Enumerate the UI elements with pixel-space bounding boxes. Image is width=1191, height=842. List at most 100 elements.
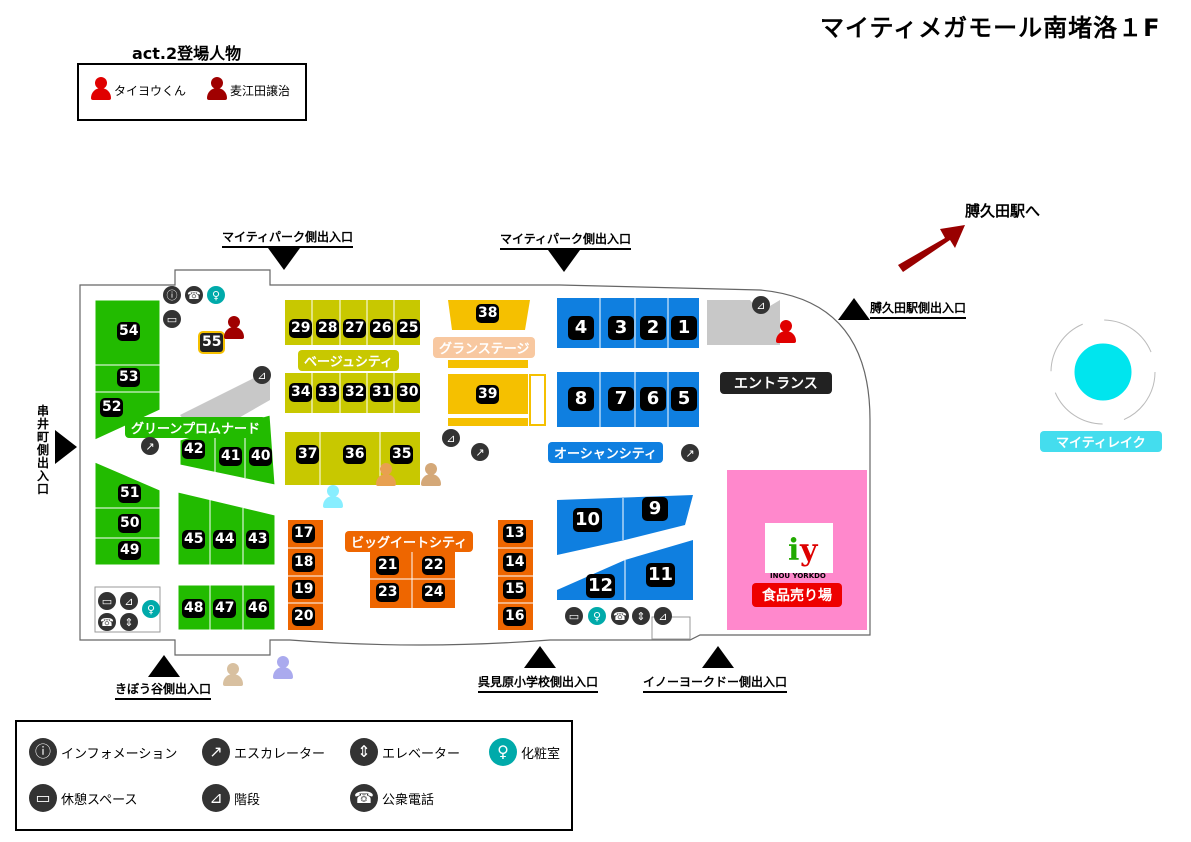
shop-30[interactable]: 30 — [397, 383, 421, 402]
rest-icon[interactable]: ▭ — [98, 592, 116, 610]
elevator-icon[interactable]: ⇕ — [632, 607, 650, 625]
shop-22[interactable]: 22 — [422, 556, 446, 575]
shop-46[interactable]: 46 — [246, 599, 270, 618]
shop-26[interactable]: 26 — [370, 319, 394, 338]
shop-18[interactable]: 18 — [292, 553, 316, 572]
shop-13[interactable]: 13 — [503, 524, 527, 543]
shop-44[interactable]: 44 — [213, 530, 237, 549]
shop-1[interactable]: 1 — [671, 316, 697, 340]
person-mugieda-marker[interactable] — [224, 316, 244, 342]
shop-9[interactable]: 9 — [642, 497, 668, 521]
exit-marker-kushii[interactable] — [55, 430, 77, 464]
shop-6[interactable]: 6 — [640, 387, 666, 411]
shop-52[interactable]: 52 — [100, 398, 124, 417]
shop-42[interactable]: 42 — [182, 440, 206, 459]
shop-36[interactable]: 36 — [343, 445, 367, 464]
escalator-icon: ↗ — [202, 738, 230, 766]
escalator-icon[interactable]: ↗ — [471, 443, 489, 461]
shop-47[interactable]: 47 — [213, 599, 237, 618]
shop-14[interactable]: 14 — [503, 553, 527, 572]
shop-15[interactable]: 15 — [503, 580, 527, 599]
person-cyan-marker[interactable] — [323, 485, 344, 511]
map-title: マイティメガモール南堵洛１F — [820, 14, 1161, 42]
escalator-icon[interactable]: ↗ — [141, 437, 159, 455]
stairs-icon[interactable]: ⊿ — [253, 366, 271, 384]
exit-marker-kibou[interactable] — [148, 655, 180, 677]
cast-box: タイヨウくん 麦江田譲治 — [77, 63, 307, 121]
exit-marker-inoue[interactable] — [702, 646, 734, 668]
shop-21[interactable]: 21 — [376, 556, 400, 575]
shop-20[interactable]: 20 — [292, 607, 316, 626]
shop-7[interactable]: 7 — [608, 387, 634, 411]
shop-2[interactable]: 2 — [640, 316, 666, 340]
exit-marker-park-left[interactable] — [268, 248, 300, 270]
shop-27[interactable]: 27 — [343, 319, 367, 338]
restroom-icon[interactable]: ♀ — [142, 600, 160, 618]
shop-number: 39 — [476, 385, 500, 404]
restroom-icon: ♀ — [489, 738, 517, 766]
shop-4[interactable]: 4 — [568, 316, 594, 340]
exit-marker-kuremi[interactable] — [524, 646, 556, 668]
shop-10[interactable]: 10 — [573, 508, 603, 532]
shop-29[interactable]: 29 — [289, 319, 313, 338]
person-purple-marker[interactable] — [272, 656, 293, 682]
shop-32[interactable]: 32 — [343, 383, 367, 402]
shop-41[interactable]: 41 — [219, 447, 243, 466]
rest-icon[interactable]: ▭ — [163, 310, 181, 328]
shop-11[interactable]: 11 — [646, 563, 676, 587]
shop-28[interactable]: 28 — [316, 319, 340, 338]
elevator-icon[interactable]: ⇕ — [120, 613, 138, 631]
shop-31[interactable]: 31 — [370, 383, 394, 402]
shop-38[interactable]: 38 — [476, 304, 500, 323]
shop-49[interactable]: 49 — [118, 541, 142, 560]
phone-icon[interactable]: ☎ — [611, 607, 629, 625]
shop-8[interactable]: 8 — [568, 387, 594, 411]
shop-19[interactable]: 19 — [292, 580, 316, 599]
shop-54[interactable]: 54 — [117, 322, 141, 341]
shop-number: 32 — [343, 383, 367, 402]
shop-39[interactable]: 39 — [476, 385, 500, 404]
shop-23[interactable]: 23 — [376, 583, 400, 602]
phone-icon[interactable]: ☎ — [98, 613, 116, 631]
shop-number: 55 — [198, 331, 226, 354]
restroom-icon[interactable]: ♀ — [207, 286, 225, 304]
shop-3[interactable]: 3 — [608, 316, 634, 340]
stairs-icon[interactable]: ⊿ — [654, 607, 672, 625]
shop-51[interactable]: 51 — [118, 484, 142, 503]
escalator-icon[interactable]: ↗ — [681, 444, 699, 462]
stairs-icon[interactable]: ⊿ — [120, 592, 138, 610]
shop-17[interactable]: 17 — [292, 524, 316, 543]
info-icon[interactable]: ⓘ — [163, 286, 181, 304]
exit-marker-station[interactable] — [838, 298, 870, 320]
restroom-icon[interactable]: ♀ — [588, 607, 606, 625]
rest-icon[interactable]: ▭ — [565, 607, 583, 625]
shop-number: 9 — [642, 497, 668, 521]
cast-member-taiyou: タイヨウくん — [91, 77, 186, 103]
shop-number: 30 — [397, 383, 421, 402]
person-beige-marker[interactable] — [223, 663, 244, 689]
shop-37[interactable]: 37 — [296, 445, 320, 464]
shop-40[interactable]: 40 — [249, 447, 273, 466]
stairs-icon[interactable]: ⊿ — [442, 429, 460, 447]
shop-5[interactable]: 5 — [671, 387, 697, 411]
shop-34[interactable]: 34 — [289, 383, 313, 402]
shop-25[interactable]: 25 — [397, 319, 421, 338]
shop-12[interactable]: 12 — [586, 574, 616, 598]
shop-48[interactable]: 48 — [182, 599, 206, 618]
exit-marker-park-right[interactable] — [548, 250, 580, 272]
shop-number: 20 — [292, 607, 316, 626]
shop-55[interactable]: 55 — [198, 331, 226, 354]
stairs-icon[interactable]: ⊿ — [752, 296, 770, 314]
shop-24[interactable]: 24 — [422, 583, 446, 602]
person-tan-marker[interactable] — [421, 463, 442, 489]
person-taiyou-marker[interactable] — [776, 320, 797, 346]
shop-53[interactable]: 53 — [117, 368, 141, 387]
person-orange-marker[interactable] — [376, 463, 397, 489]
shop-45[interactable]: 45 — [182, 530, 206, 549]
shop-33[interactable]: 33 — [316, 383, 340, 402]
shop-35[interactable]: 35 — [390, 445, 414, 464]
shop-16[interactable]: 16 — [503, 607, 527, 626]
shop-50[interactable]: 50 — [118, 514, 142, 533]
phone-icon[interactable]: ☎ — [185, 286, 203, 304]
shop-43[interactable]: 43 — [246, 530, 270, 549]
